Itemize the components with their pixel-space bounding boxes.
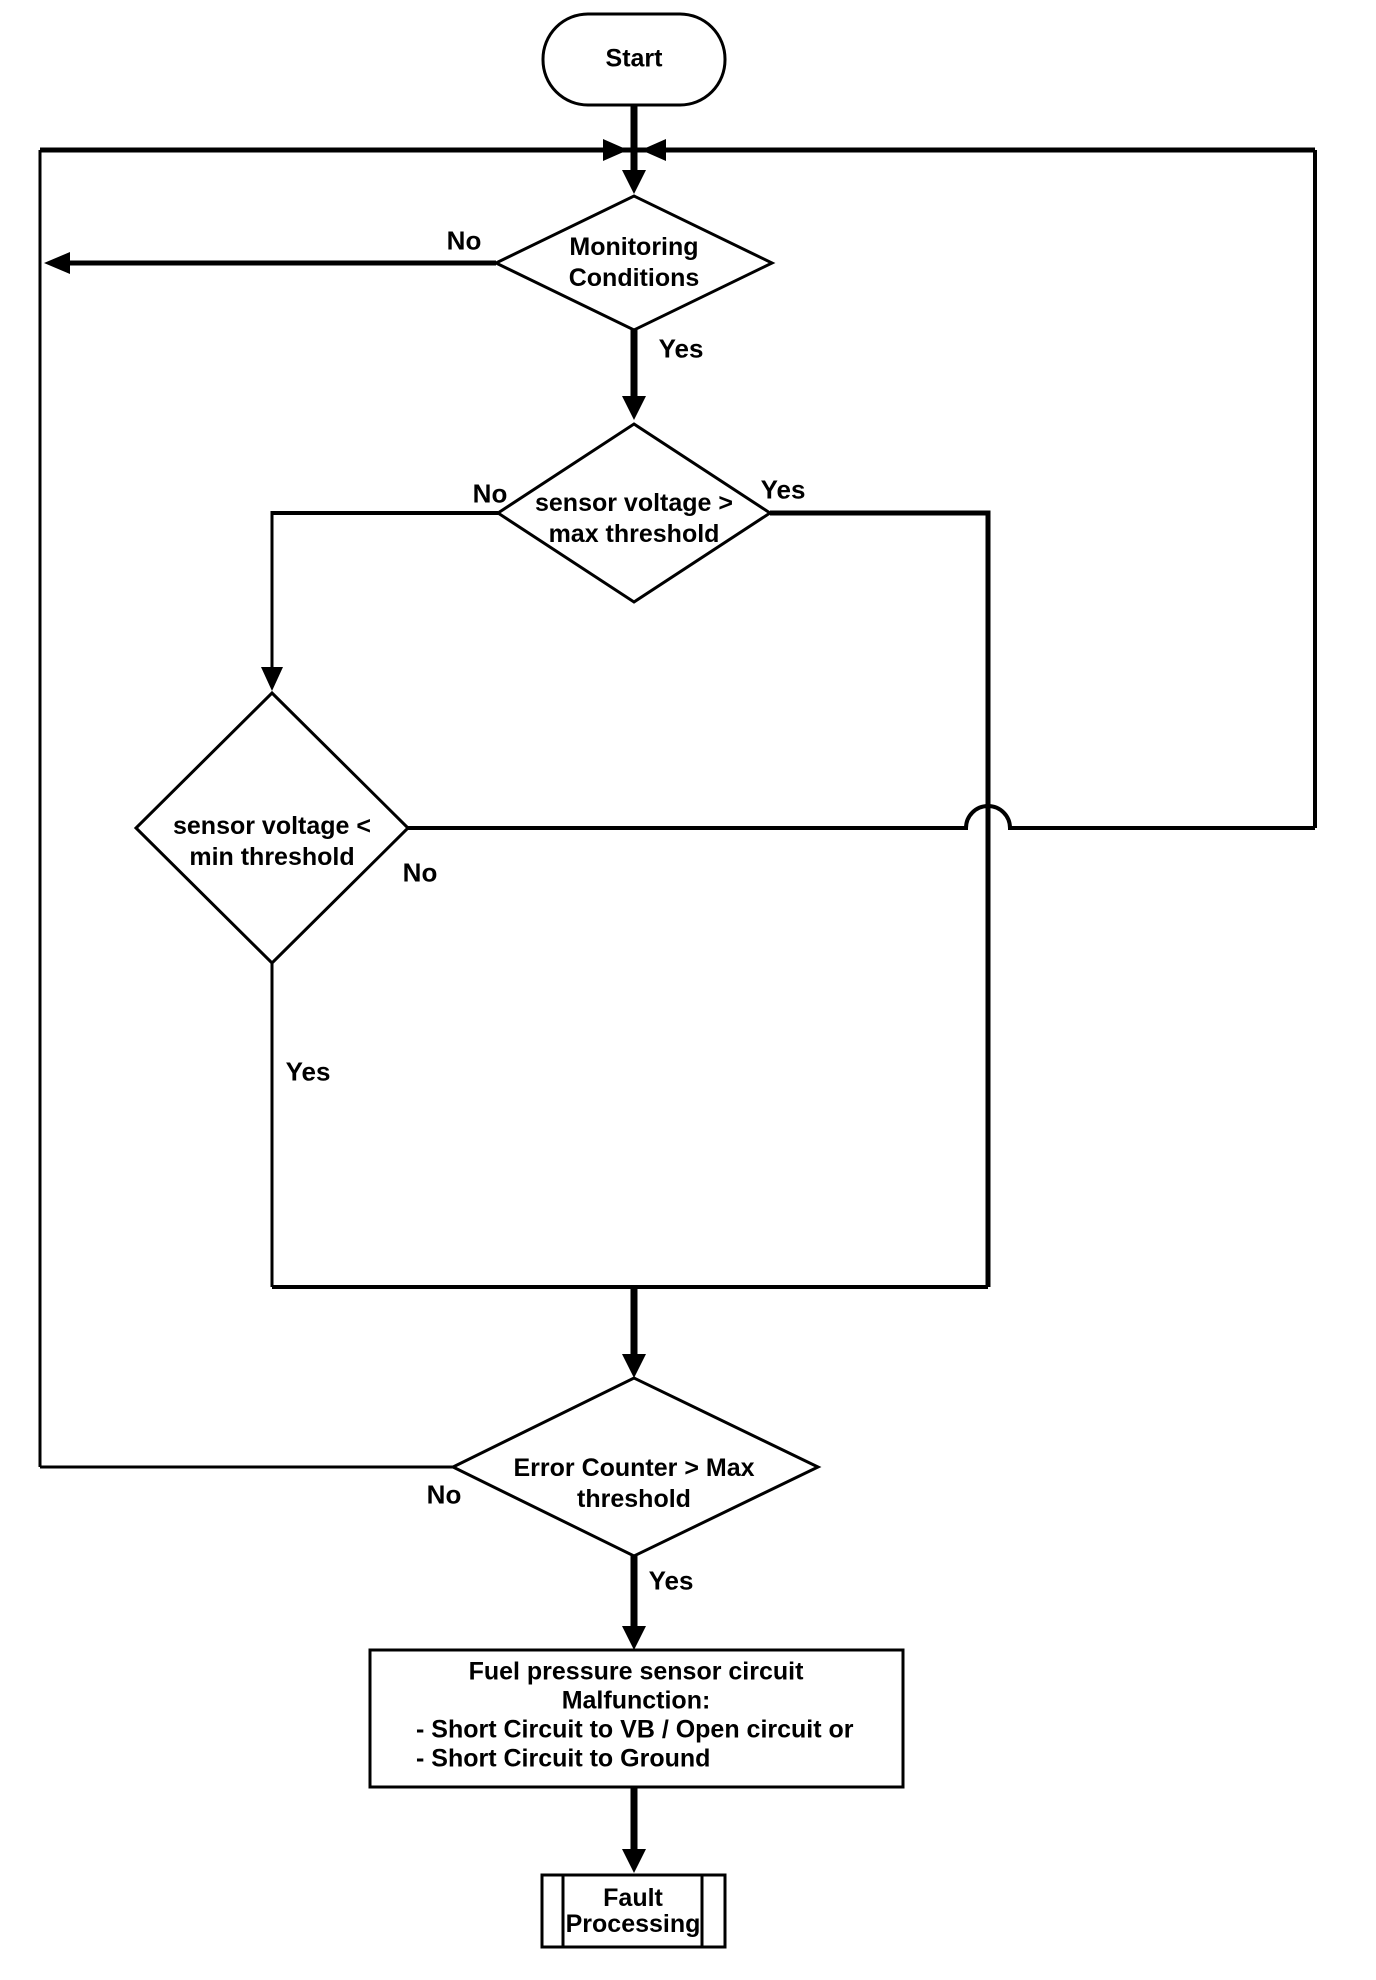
edge-max-yes <box>770 510 991 1287</box>
monitoring-decision-shape <box>492 194 776 332</box>
min-yes-label: Yes <box>285 1056 331 1087</box>
error-counter-label: Error Counter > Max threshold <box>513 1453 754 1515</box>
error-counter-label-line2: threshold <box>577 1485 691 1513</box>
malfunction-process-shape <box>368 1648 905 1789</box>
error-no-label: No <box>426 1479 462 1510</box>
arrowhead-into-malfunction <box>622 1626 646 1650</box>
fault-processing-label-line1: Fault <box>603 1884 663 1912</box>
max-no-label: No <box>472 478 508 509</box>
monitoring-label-line2: Conditions <box>568 264 700 292</box>
fault-processing-shape <box>540 1873 727 1949</box>
arrowhead-junction-from-left <box>603 139 628 161</box>
min-threshold-label-line2: min threshold <box>189 843 355 871</box>
malfunction-label-line4: - Short Circuit to Ground <box>416 1744 711 1773</box>
arrowhead-into-monitoring <box>622 170 646 194</box>
start-terminator-shape <box>541 12 727 107</box>
arrowhead-into-fault-processing <box>622 1849 646 1873</box>
min-threshold-label: sensor voltage < min threshold <box>173 811 371 873</box>
max-threshold-label-line1: sensor voltage > <box>535 489 733 517</box>
monitoring-no-label: No <box>446 225 482 256</box>
malfunction-label-line3: - Short Circuit to VB / Open circuit or <box>416 1715 854 1744</box>
max-threshold-label-line2: max threshold <box>548 520 720 548</box>
min-threshold-decision-shape <box>133 690 411 966</box>
start-label: Start <box>605 44 663 73</box>
max-yes-label: Yes <box>760 474 806 505</box>
arrowhead-into-max-threshold <box>622 396 646 420</box>
error-counter-label-line1: Error Counter > Max <box>513 1454 755 1482</box>
max-threshold-label: sensor voltage > max threshold <box>535 488 733 550</box>
fault-processing-label: Fault Processing <box>566 1885 701 1937</box>
arrowhead-monitoring-no <box>44 252 70 274</box>
fault-processing-label-line2: Processing <box>565 1910 701 1938</box>
edge-min-no-with-hop <box>408 804 1315 830</box>
malfunction-label-line1: Fuel pressure sensor circuit <box>468 1657 804 1686</box>
arrowhead-junction-from-right <box>641 139 666 161</box>
monitoring-label: Monitoring Conditions <box>569 232 700 294</box>
arrowhead-into-error-counter <box>622 1354 646 1378</box>
min-threshold-label-line1: sensor voltage < <box>173 812 371 840</box>
malfunction-label-line2: Malfunction: <box>561 1686 711 1715</box>
arrowhead-into-min-threshold <box>261 667 283 691</box>
monitoring-label-line1: Monitoring <box>569 233 699 261</box>
min-no-label: No <box>402 857 438 888</box>
max-threshold-decision-shape <box>495 422 773 604</box>
error-yes-label: Yes <box>648 1565 694 1596</box>
monitoring-yes-label: Yes <box>658 333 704 364</box>
error-counter-decision-shape <box>449 1376 822 1558</box>
